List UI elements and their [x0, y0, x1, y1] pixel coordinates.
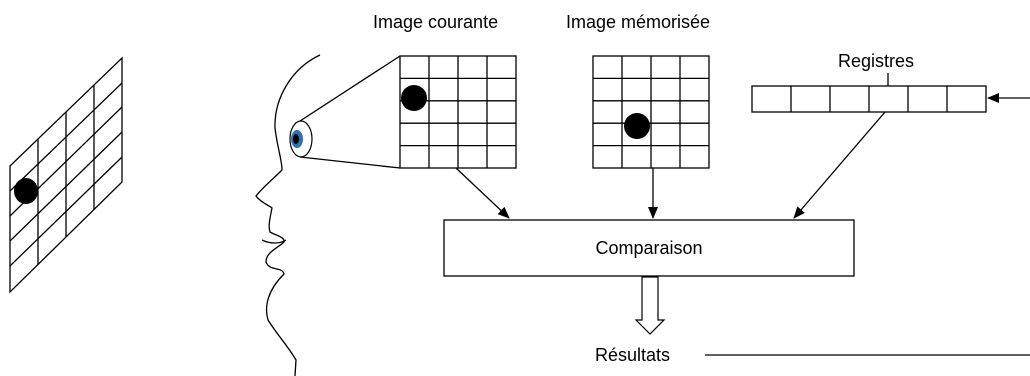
- view-cone: [299, 55, 401, 169]
- scene-grid: [9, 56, 123, 294]
- registers-label: Registres: [838, 51, 914, 71]
- current-to-comparison-arrow: [455, 167, 510, 219]
- comparison-label: Comparaison: [595, 238, 702, 258]
- stored-image-grid: [592, 55, 710, 169]
- comparison-box: [443, 219, 855, 277]
- results-label: Résultats: [595, 345, 670, 365]
- current-image-label: Image courante: [373, 12, 498, 32]
- current-image-dot: [401, 85, 427, 111]
- stored-image-label: Image mémorisée: [566, 12, 710, 32]
- eye-icon: [289, 120, 313, 158]
- head-profile: [255, 54, 321, 376]
- scene-dot: [14, 178, 38, 204]
- output-arrow: [634, 276, 666, 335]
- stored-image-dot: [624, 113, 650, 139]
- current-image-grid: [399, 55, 517, 169]
- registers-array: [751, 73, 987, 113]
- registers-to-comparison-arrow: [793, 111, 886, 219]
